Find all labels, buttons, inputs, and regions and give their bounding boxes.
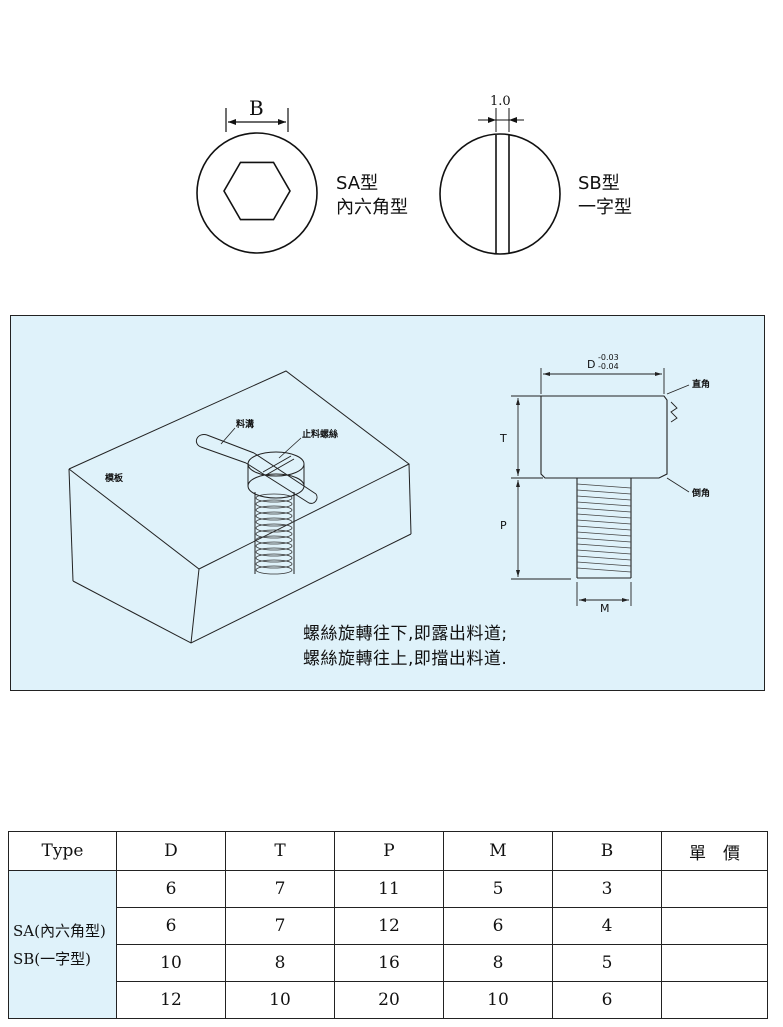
table-header-row: Type D T P M B 單 價: [8, 831, 768, 871]
table-row: 6 7 12 6 4: [9, 907, 768, 945]
type-line-1: SA(內六角型): [13, 921, 106, 940]
column-header-price: 單 價: [661, 831, 768, 871]
cell-t: 10: [225, 981, 335, 1019]
screw-side-view: [539, 395, 668, 579]
cell-p: 20: [334, 981, 444, 1019]
cell-b: 4: [552, 907, 662, 945]
cell-price: [661, 870, 768, 908]
mold-plate-drawing: [68, 370, 412, 644]
column-header-d: D: [116, 831, 226, 871]
cell-t: 7: [225, 907, 335, 945]
screw-label: 止料螺絲: [302, 430, 339, 440]
cell-m: 6: [443, 907, 553, 945]
head-views-drawing: [196, 108, 561, 255]
sb-head-circle: [439, 133, 561, 255]
plate-label: 模板: [105, 474, 124, 484]
hex-socket-icon: [223, 161, 291, 221]
sa-type-label: SA型: [336, 173, 379, 194]
dimension-m-label: M: [600, 602, 610, 615]
type-line-2: SB(一字型): [13, 949, 92, 968]
table-row: SA(內六角型) SB(一字型) 6 7 11 5 3: [8, 870, 768, 1019]
chamfer-label: 倒角: [692, 489, 711, 499]
cell-t: 7: [225, 870, 335, 908]
slot-label: 料溝: [236, 420, 255, 430]
sa-type-desc: 內六角型: [336, 197, 408, 218]
cell-p: 16: [334, 944, 444, 982]
cell-p: 12: [334, 907, 444, 945]
cell-price: [661, 907, 768, 945]
column-header-m: M: [443, 831, 553, 871]
sa-dimension-label: B: [249, 96, 264, 120]
cell-d: 6: [116, 870, 226, 908]
type-cell: SA(內六角型) SB(一字型): [8, 870, 117, 1019]
cell-price: [661, 944, 768, 982]
cell-b: 6: [552, 981, 662, 1019]
side-thread-lines: [576, 483, 632, 573]
cell-m: 5: [443, 870, 553, 908]
cell-d: 10: [116, 944, 226, 982]
thread-coils: [255, 493, 293, 575]
caption-line-2: 螺絲旋轉往上,即擋出料道.: [303, 649, 508, 669]
sb-type-desc: 一字型: [578, 197, 632, 218]
cell-b: 3: [552, 870, 662, 908]
cell-price: [661, 981, 768, 1019]
cell-m: 10: [443, 981, 553, 1019]
right-angle-label: 直角: [692, 380, 711, 390]
column-header-b: B: [552, 831, 662, 871]
column-header-type: Type: [8, 831, 117, 871]
tolerance-upper: -0.03: [598, 353, 619, 362]
column-header-t: T: [225, 831, 335, 871]
column-header-p: P: [334, 831, 444, 871]
sb-dimension-label: 1.0: [490, 94, 511, 109]
spec-table: Type D T P M B 單 價 SA(內六角型) SB(一字型) 6 7 …: [8, 831, 768, 1019]
dimension-d-label: D: [587, 358, 596, 371]
cell-d: 12: [116, 981, 226, 1019]
cell-p: 11: [334, 870, 444, 908]
assembly-drawing: [68, 368, 690, 644]
dimension-p-label: P: [500, 519, 507, 532]
tolerance-lower: -0.04: [598, 362, 619, 371]
table-row: 10 8 16 8 5: [9, 944, 768, 982]
dimension-t-label: T: [500, 432, 507, 445]
sa-head-circle: [196, 132, 318, 254]
caption-line-1: 螺絲旋轉往下,即露出料道;: [303, 624, 508, 644]
sb-type-label: SB型: [578, 173, 620, 194]
cell-t: 8: [225, 944, 335, 982]
cell-d: 6: [116, 907, 226, 945]
cell-m: 8: [443, 944, 553, 982]
table-row: 12 10 20 10 6: [9, 981, 768, 1019]
assembly-diagram-panel: 料溝 止料螺絲 模板 D -0.03 -0.04 T P M 直角 倒角 螺絲旋…: [10, 315, 765, 691]
cell-b: 5: [552, 944, 662, 982]
